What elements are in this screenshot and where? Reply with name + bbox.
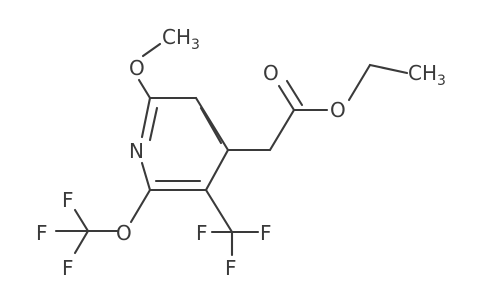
atom-f-ocf3-top: F	[62, 188, 74, 212]
bond-c-o-carbonyl-double	[285, 79, 304, 107]
atom-o-ester: O	[330, 98, 346, 122]
atom-methyl-ethyl: CH3	[408, 61, 446, 89]
atom-o-carbonyl: O	[263, 61, 279, 85]
atom-methyl-top: CH3	[162, 25, 200, 53]
bond-c3-ccf3	[204, 188, 234, 234]
atom-f-ocf3-left: F	[36, 221, 48, 245]
bond-omethoxy-ch3	[141, 42, 162, 58]
bond-c2-n	[140, 161, 152, 192]
bond-c5-c4	[194, 96, 230, 152]
bond-cocf3-ftop	[73, 208, 90, 233]
bond-c-o-carbonyl	[277, 84, 296, 112]
atom-f-cf3-left: F	[196, 221, 208, 245]
bond-oester-ch2	[347, 63, 372, 102]
atom-n-ring: N	[129, 139, 144, 163]
bond-cocf3-fbottom	[73, 229, 90, 255]
bond-n-c6-double	[148, 106, 159, 142]
pyridine-ring	[140, 96, 230, 192]
atom-f-cf3-bottom: F	[225, 256, 237, 280]
atom-o-methoxy: O	[129, 56, 145, 80]
bond-c5-c4-double	[199, 106, 223, 145]
bond-c4-c3	[204, 148, 230, 192]
bond-ch2-ch3	[368, 63, 409, 75]
bond-c2-ocf3	[129, 188, 152, 224]
bond-n-c6	[140, 96, 152, 139]
atom-f-ocf3-bottom: F	[62, 256, 74, 280]
bond-c6-omethoxy	[137, 78, 152, 100]
atom-o-ocf3: O	[116, 221, 132, 245]
bond-ch2-ccarbonyl	[268, 108, 296, 152]
atom-f-cf3-right: F	[260, 221, 272, 245]
